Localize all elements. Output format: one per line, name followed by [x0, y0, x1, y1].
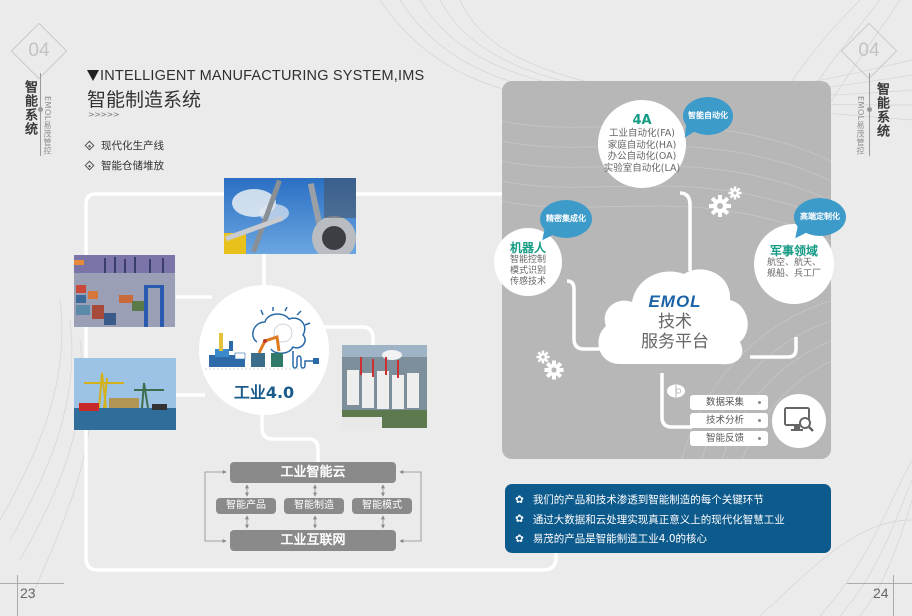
title-arrows: >>>>>	[88, 110, 120, 119]
photo-harbor-cranes	[74, 358, 176, 430]
gear-bullet-icon: ✿	[515, 532, 524, 545]
military-line: 航空、航天、	[766, 258, 821, 268]
page-number-tick-left	[17, 575, 18, 616]
industry-4-label: 工业4.0	[233, 383, 295, 402]
industrial-internet-bar: 工业互联网	[230, 530, 396, 551]
bullet-item: 现代化生产线	[84, 138, 164, 153]
side-divider-dot-left	[38, 107, 43, 112]
robot-title: 机器人	[509, 241, 546, 255]
cloud-label: EMOL 技术 服务平台	[620, 292, 730, 352]
service-label: 技术分析	[706, 415, 745, 426]
robot-speech-bubble: 精密集成化	[540, 200, 592, 238]
info-point: ✿ 我们的产品和技术渗透到智能制造的每个关键环节	[515, 490, 831, 510]
automation-line: 工业自动化(FA)	[608, 128, 675, 139]
industry-4-circle: 工业4.0	[199, 285, 329, 415]
page-badge-number-left: 04	[28, 40, 50, 61]
monitor-search-icon	[784, 407, 814, 432]
info-point: ✿ 通过大数据和云处理实现真正意义上的现代化智慧工业	[515, 510, 831, 530]
smart-manufacturing-box: 智能制造	[284, 498, 344, 514]
industry-illustration-icon	[205, 307, 319, 370]
robot-line: 传感技术	[509, 277, 546, 287]
title-english-text: INTELLIGENT MANUFACTURING SYSTEM,IMS	[100, 68, 425, 84]
page-number-left: 23	[20, 585, 36, 601]
automation-line: 实验室自动化(LA)	[603, 162, 681, 174]
triangle-marker-icon	[87, 70, 99, 81]
pill-dot	[758, 419, 761, 422]
automation-title: 4A	[632, 113, 652, 128]
robot-bubble-text: 精密集成化	[546, 214, 586, 223]
title-chinese: 智能制造系统	[87, 89, 202, 111]
page-badge-number-right: 04	[858, 40, 880, 61]
title-english: INTELLIGENT MANUFACTURING SYSTEM,IMS	[87, 68, 424, 84]
military-line: 舰船、兵工厂	[766, 269, 821, 279]
gear-icon	[537, 350, 563, 376]
smart-product-box: 智能产品	[216, 498, 276, 514]
info-point-text: 我们的产品和技术渗透到智能制造的每个关键环节	[532, 494, 764, 507]
page-number-rule-left	[0, 583, 64, 584]
service-data-collection: 数据采集	[690, 395, 768, 410]
automation-line: 办公自动化(OA)	[607, 151, 677, 162]
side-subtitle-left: EMOL易茂管控	[43, 96, 52, 155]
robot-line: 智能控制	[509, 255, 546, 265]
pill-dot	[758, 437, 761, 440]
info-point: ✿ 易茂的产品是智能制造工业4.0的核心	[515, 529, 831, 549]
gear-icon	[708, 194, 732, 218]
military-title: 军事领域	[769, 244, 818, 258]
pill-dot	[758, 401, 761, 404]
info-point-text: 易茂的产品是智能制造工业4.0的核心	[532, 533, 708, 546]
info-point-text: 通过大数据和云处理实现真正意义上的现代化智慧工业	[532, 513, 785, 526]
service-smart-feedback: 智能反馈	[690, 431, 768, 446]
cloud-line-2: 服务平台	[641, 332, 709, 352]
side-divider-right	[869, 73, 870, 156]
automation-line: 家庭自动化(HA)	[607, 139, 677, 151]
side-title-right: 智能系统	[874, 82, 889, 138]
cloud-shape-icon	[598, 269, 748, 365]
bullet-item: 智能仓储堆放	[84, 158, 164, 173]
automation-circle: 4A 工业自动化(FA) 家庭自动化(HA) 办公自动化(OA) 实验室自动化(…	[598, 100, 686, 188]
gear-bullet-icon: ✿	[515, 513, 524, 526]
photo-container-port	[74, 255, 175, 327]
cloud-line-1: 技术	[658, 312, 692, 332]
photo-power-plant	[342, 345, 427, 428]
monitor-circle	[772, 394, 826, 448]
industrial-cloud-bar: 工业智能云	[230, 462, 396, 483]
side-title-left: 智能系统	[22, 80, 37, 136]
bullet-text: 智能仓储堆放	[101, 160, 164, 172]
smart-mode-box: 智能模式	[352, 498, 412, 514]
bullet-text: 现代化生产线	[101, 140, 164, 152]
side-divider-left	[40, 73, 41, 156]
mouse-icon	[667, 384, 685, 398]
service-label: 数据采集	[706, 397, 745, 408]
automation-bubble-text: 智能自动化	[688, 111, 728, 120]
side-divider-dot-right	[867, 107, 872, 112]
service-label: 智能反馈	[706, 433, 745, 444]
page-number-rule-right	[847, 583, 912, 584]
service-tech-analysis: 技术分析	[690, 413, 768, 428]
gear-bullet-icon: ✿	[515, 493, 524, 506]
cloud-brand: EMOL	[648, 292, 702, 311]
robot-circle: 机器人 智能控制 模式识别 传感技术	[494, 228, 562, 296]
side-subtitle-right: EMOL易茂管控	[856, 96, 865, 155]
automation-speech-bubble: 智能自动化	[683, 97, 733, 135]
page-number-tick-right	[893, 575, 894, 616]
military-circle: 军事领域 航空、航天、 舰船、兵工厂	[754, 224, 834, 304]
info-box: ✿ 我们的产品和技术渗透到智能制造的每个关键环节 ✿ 通过大数据和云处理实现真正意义…	[505, 484, 831, 553]
photo-refinery-pipes	[224, 178, 356, 254]
page-number-right: 24	[873, 585, 889, 601]
military-speech-bubble: 高端定制化	[794, 198, 846, 236]
military-bubble-text: 高端定制化	[800, 212, 840, 221]
robot-line: 模式识别	[509, 266, 546, 276]
